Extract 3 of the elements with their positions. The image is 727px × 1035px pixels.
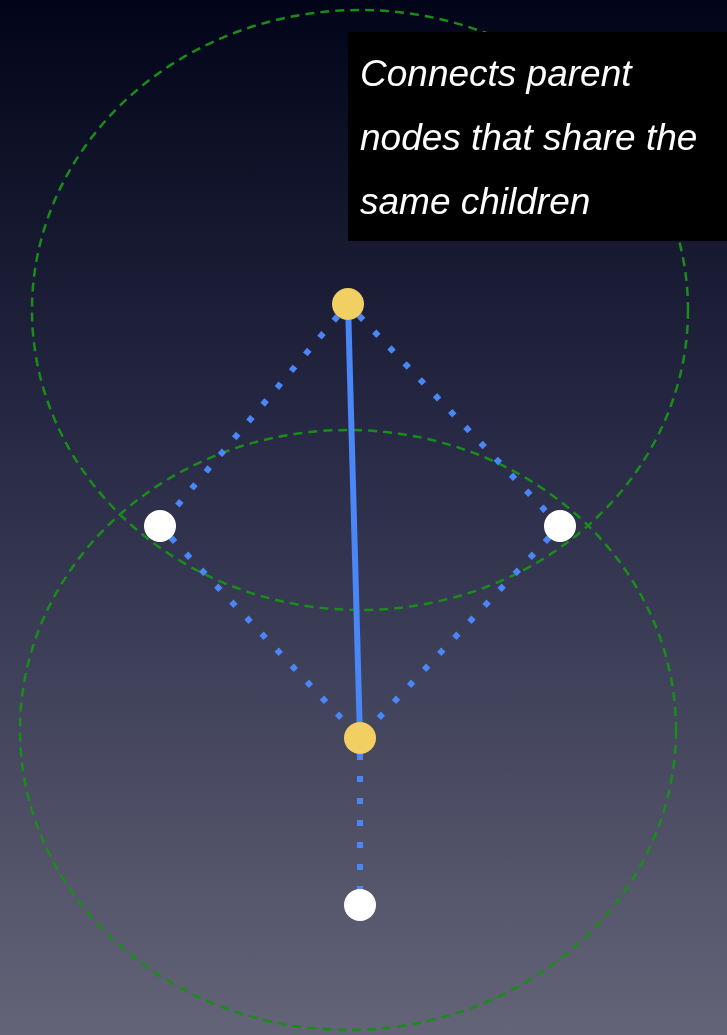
connector-line bbox=[345, 319, 363, 723]
callout-text: Connects parent nodes that share the same children bbox=[348, 32, 727, 241]
connector-line bbox=[357, 754, 363, 889]
